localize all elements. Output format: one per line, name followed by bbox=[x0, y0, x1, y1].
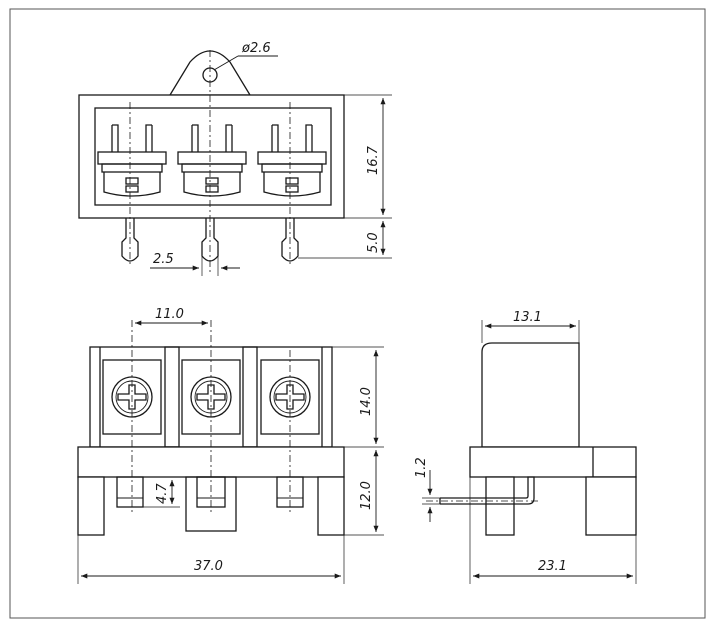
top-view bbox=[78, 50, 392, 276]
mounting-ear bbox=[168, 50, 252, 96]
label-pin-pitch: 2.5 bbox=[153, 252, 174, 267]
label-screw-height: 14.0 bbox=[359, 387, 374, 416]
label-side-depth: 23.1 bbox=[538, 559, 567, 574]
pin-3 bbox=[281, 218, 299, 262]
terminal-top-1 bbox=[97, 124, 167, 197]
drawing-frame bbox=[9, 8, 706, 619]
label-base-height: 12.0 bbox=[359, 481, 374, 510]
foot-left bbox=[77, 476, 105, 536]
terminal-top-2 bbox=[177, 124, 247, 197]
hole-leader bbox=[213, 55, 239, 71]
top-body-outline bbox=[78, 94, 345, 219]
side-view bbox=[422, 320, 637, 584]
side-foot-left bbox=[485, 476, 515, 536]
label-terminal-pitch: 11.0 bbox=[155, 307, 184, 322]
side-foot-right bbox=[585, 476, 637, 536]
bent-pin bbox=[440, 476, 535, 505]
pin-stub-1 bbox=[116, 476, 144, 508]
side-base bbox=[469, 446, 637, 478]
label-pin-offset: 4.7 bbox=[155, 483, 170, 504]
pin-1 bbox=[121, 218, 139, 262]
label-side-width: 13.1 bbox=[513, 310, 542, 325]
terminal-top-3 bbox=[257, 124, 327, 197]
label-overall-length: 37.0 bbox=[194, 559, 223, 574]
top-inner-cavity bbox=[94, 107, 332, 206]
label-pin-thickness: 1.2 bbox=[414, 457, 429, 478]
front-view bbox=[77, 320, 384, 584]
label-pin-length: 5.0 bbox=[366, 232, 381, 253]
foot-right bbox=[317, 476, 345, 536]
pin-2 bbox=[201, 218, 219, 262]
label-hole-diameter: ø2.6 bbox=[241, 41, 271, 56]
label-top-height: 16.7 bbox=[366, 145, 381, 175]
side-upper-body bbox=[481, 342, 580, 448]
